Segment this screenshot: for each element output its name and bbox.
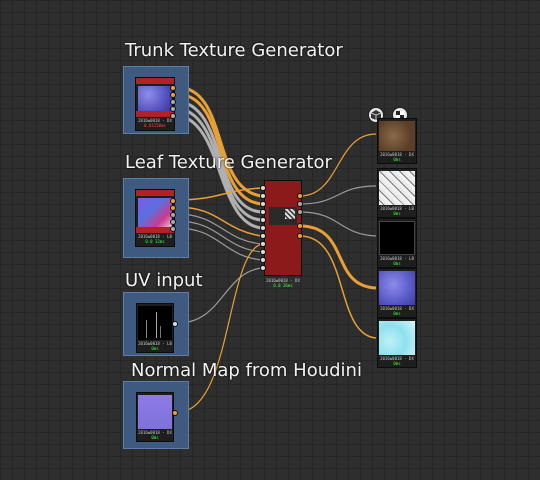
- node-timing: 0.01250ms: [144, 123, 166, 128]
- node-caption: 2016w0018 - DX: [138, 430, 172, 435]
- connection-wire[interactable]: [299, 185, 377, 205]
- output-port[interactable]: [170, 226, 176, 232]
- connection-wire[interactable]: [177, 243, 263, 413]
- node-caption: 2016w0018 - LB: [138, 234, 172, 239]
- texture-thumbnail: [379, 171, 415, 205]
- output-port[interactable]: [172, 321, 178, 327]
- output-node[interactable]: 2016w0018 - DX 0ms: [377, 318, 417, 368]
- connection-wire[interactable]: [175, 113, 263, 230]
- frame-normal-map-from-houdini[interactable]: 2016w0018 - DX 0ms: [123, 381, 189, 449]
- input-port[interactable]: [260, 201, 266, 207]
- output-node[interactable]: 2016w0018 - LB 0ms: [377, 168, 417, 218]
- node-timing: 0ms: [393, 311, 401, 316]
- output-port[interactable]: [297, 233, 303, 239]
- connection-wire[interactable]: [299, 133, 377, 197]
- connection-wire[interactable]: [175, 99, 263, 214]
- output-port[interactable]: [170, 106, 176, 112]
- input-port[interactable]: [260, 249, 266, 255]
- input-port[interactable]: [260, 257, 266, 263]
- trunk-node[interactable]: 2016w0018 - DX 0.01250ms: [135, 77, 175, 131]
- output-port[interactable]: [170, 113, 176, 119]
- output-port[interactable]: [170, 219, 176, 225]
- connection-wire[interactable]: [299, 211, 377, 237]
- texture-thumbnail: [269, 207, 297, 225]
- node-caption: 2016w0018 - DX: [380, 356, 414, 361]
- node-caption: 2016w0018 - LB: [380, 206, 414, 211]
- node-caption: 2016w0018 - DX: [138, 118, 172, 123]
- connection-wire[interactable]: [299, 224, 377, 290]
- texture-thumbnail: [138, 198, 172, 230]
- uv-node[interactable]: 2016w0018 - LB 0ms: [136, 303, 174, 353]
- node-header: [136, 78, 174, 84]
- node-caption: 2016w0018 - DX: [380, 152, 414, 157]
- texture-thumbnail: [138, 395, 172, 429]
- output-port[interactable]: [297, 201, 303, 207]
- node-timing: 0ms: [151, 435, 159, 440]
- node-timing: 0ms: [393, 261, 401, 266]
- texture-thumbnail: [379, 271, 415, 305]
- output-port[interactable]: [172, 410, 178, 416]
- input-port[interactable]: [260, 241, 266, 247]
- input-port[interactable]: [260, 233, 266, 239]
- connection-wire[interactable]: [177, 267, 263, 324]
- node-footer: [136, 111, 174, 117]
- texture-thumbnail: [379, 221, 415, 255]
- frame-title: Trunk Texture Generator: [125, 40, 343, 61]
- output-port[interactable]: [297, 223, 303, 229]
- input-port[interactable]: [260, 185, 266, 191]
- frame-uv-input[interactable]: 2016w0018 - LB 0ms: [123, 292, 189, 356]
- output-port[interactable]: [297, 193, 303, 199]
- node-caption: 2016w0018 - LB: [380, 256, 414, 261]
- output-port[interactable]: [170, 85, 176, 91]
- node-caption: 2016w0018 - DX: [380, 306, 414, 311]
- node-timing: 0.0 12ms: [145, 239, 165, 244]
- node-caption: 2016w0018 - DX: [266, 278, 300, 283]
- texture-thumbnail: [379, 121, 415, 151]
- input-port[interactable]: [260, 225, 266, 231]
- node-timing: 0ms: [393, 157, 401, 162]
- node-timing: 0.0 26ms: [273, 283, 293, 288]
- node-timing: 0ms: [393, 211, 401, 216]
- texture-thumbnail: [138, 306, 172, 340]
- output-node[interactable]: 2016w0018 - DX 0ms: [377, 118, 417, 164]
- output-port[interactable]: [170, 198, 176, 204]
- connection-wire[interactable]: [175, 106, 263, 222]
- output-port[interactable]: [170, 92, 176, 98]
- normal-node[interactable]: 2016w0018 - DX 0ms: [136, 392, 174, 442]
- leaf-node[interactable]: 2016w0018 - LB 0.0 12ms: [135, 189, 175, 247]
- node-caption: 2016w0018 - LB: [138, 341, 172, 346]
- frame-title: UV input: [125, 270, 203, 291]
- frame-trunk-texture-generator[interactable]: 2016w0018 - DX 0.01250ms: [123, 66, 189, 134]
- input-port[interactable]: [260, 209, 266, 215]
- frame-title: Leaf Texture Generator: [125, 152, 332, 173]
- node-footer: [136, 227, 174, 233]
- input-port[interactable]: [260, 265, 266, 271]
- node-timing: 0ms: [151, 346, 159, 351]
- connection-wire[interactable]: [299, 235, 377, 339]
- node-timing: 0ms: [393, 361, 401, 366]
- frame-title: Normal Map from Houdini: [131, 360, 362, 381]
- connection-wire[interactable]: [175, 92, 263, 206]
- input-port[interactable]: [260, 217, 266, 223]
- node-header: [136, 190, 174, 196]
- output-port[interactable]: [297, 209, 303, 215]
- input-port[interactable]: [260, 193, 266, 199]
- output-port[interactable]: [170, 205, 176, 211]
- texture-thumbnail: [138, 86, 172, 114]
- texture-thumbnail: [379, 321, 415, 355]
- frame-leaf-texture-generator[interactable]: 2016w0018 - LB 0.0 12ms: [123, 178, 189, 258]
- output-node[interactable]: 2016w0018 - DX 0ms: [377, 268, 417, 318]
- output-port[interactable]: [170, 212, 176, 218]
- output-port[interactable]: [170, 99, 176, 105]
- output-node[interactable]: 2016w0018 - LB 0ms: [377, 218, 417, 268]
